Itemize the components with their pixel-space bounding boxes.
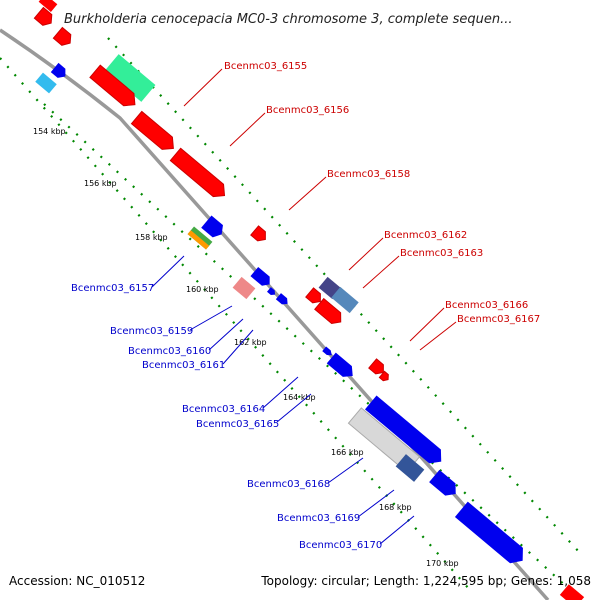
gene-6156b bbox=[169, 147, 226, 198]
gene-6170 bbox=[454, 501, 523, 564]
gene-6164 bbox=[322, 346, 332, 356]
tick-label: 162 kbp bbox=[234, 338, 267, 347]
gene-bottom bbox=[559, 584, 585, 600]
gene-label: Bcenmc03_6156 bbox=[266, 105, 349, 116]
gene-6165 bbox=[326, 352, 353, 377]
tick-labels: 154 kbp 156 kbp 158 kbp 160 kbp 162 kbp … bbox=[33, 127, 459, 568]
gene-label: Bcenmc03_6160 bbox=[128, 346, 211, 357]
tick-label: 166 kbp bbox=[331, 448, 364, 457]
gene-6156a bbox=[130, 110, 174, 150]
gene-label: Bcenmc03_6166 bbox=[445, 300, 528, 311]
accession-text: Accession: NC_010512 bbox=[9, 574, 145, 588]
tick-label: 170 kbp bbox=[426, 559, 459, 568]
gene-label: Bcenmc03_6164 bbox=[182, 404, 265, 415]
gene-top1 bbox=[33, 6, 53, 26]
gene-label: Bcenmc03_6159 bbox=[110, 326, 193, 337]
tick-label: 154 kbp bbox=[33, 127, 66, 136]
gene-labels: Bcenmc03_6155 Bcenmc03_6156 Bcenmc03_615… bbox=[71, 61, 540, 551]
gene-label: Bcenmc03_6155 bbox=[224, 61, 307, 72]
gene-6157a bbox=[187, 226, 213, 250]
gene-6160 bbox=[250, 266, 270, 286]
tick-label: 160 kbp bbox=[186, 285, 219, 294]
gene-6168b bbox=[364, 395, 442, 464]
gene-6163b bbox=[314, 297, 342, 325]
gene-6167 bbox=[378, 370, 389, 382]
gene-label: Bcenmc03_6163 bbox=[400, 248, 483, 259]
leader-lines bbox=[151, 68, 457, 545]
gene-label: Bcenmc03_6170 bbox=[299, 540, 382, 551]
gene-label: Bcenmc03_6158 bbox=[327, 169, 410, 180]
gene-top3 bbox=[38, 0, 58, 12]
gene-label: Bcenmc03_6168 bbox=[247, 479, 330, 490]
gene-label: Bcenmc03_6161 bbox=[142, 360, 225, 371]
gene-6166 bbox=[368, 358, 384, 375]
gene-label: Bcenmc03_6169 bbox=[277, 513, 360, 524]
gene-6155 bbox=[104, 54, 156, 102]
gene-label: Bcenmc03_6167 bbox=[457, 314, 540, 325]
gene-6161 bbox=[275, 293, 288, 305]
gene-label: Bcenmc03_6162 bbox=[384, 230, 467, 241]
gene-6169 bbox=[395, 454, 425, 482]
gene-6153b bbox=[50, 62, 66, 78]
forward-genes bbox=[33, 0, 585, 600]
gene-6162b bbox=[305, 287, 321, 304]
gene-label: Bcenmc03_6157 bbox=[71, 283, 154, 294]
gene-6159 bbox=[232, 276, 256, 300]
genome-summary-text: Topology: circular; Length: 1,224,595 bp… bbox=[260, 574, 591, 588]
gene-6153 bbox=[35, 72, 57, 94]
gene-label: Bcenmc03_6165 bbox=[196, 419, 279, 430]
gene-6157b bbox=[201, 215, 223, 238]
tick-label: 158 kbp bbox=[135, 233, 168, 242]
gene-6158 bbox=[250, 225, 266, 242]
tick-label: 156 kbp bbox=[84, 179, 117, 188]
gene-6154 bbox=[89, 64, 136, 107]
gene-6161b bbox=[267, 287, 276, 295]
gene-6163 bbox=[331, 286, 359, 314]
gene-6169b bbox=[429, 469, 456, 496]
tick-label: 164 kbp bbox=[283, 393, 316, 402]
gene-top2 bbox=[52, 26, 72, 46]
map-title: Burkholderia cenocepacia MC0-3 chromosom… bbox=[64, 12, 512, 27]
reverse-genes bbox=[35, 62, 523, 564]
tick-label: 168 kbp bbox=[379, 503, 412, 512]
